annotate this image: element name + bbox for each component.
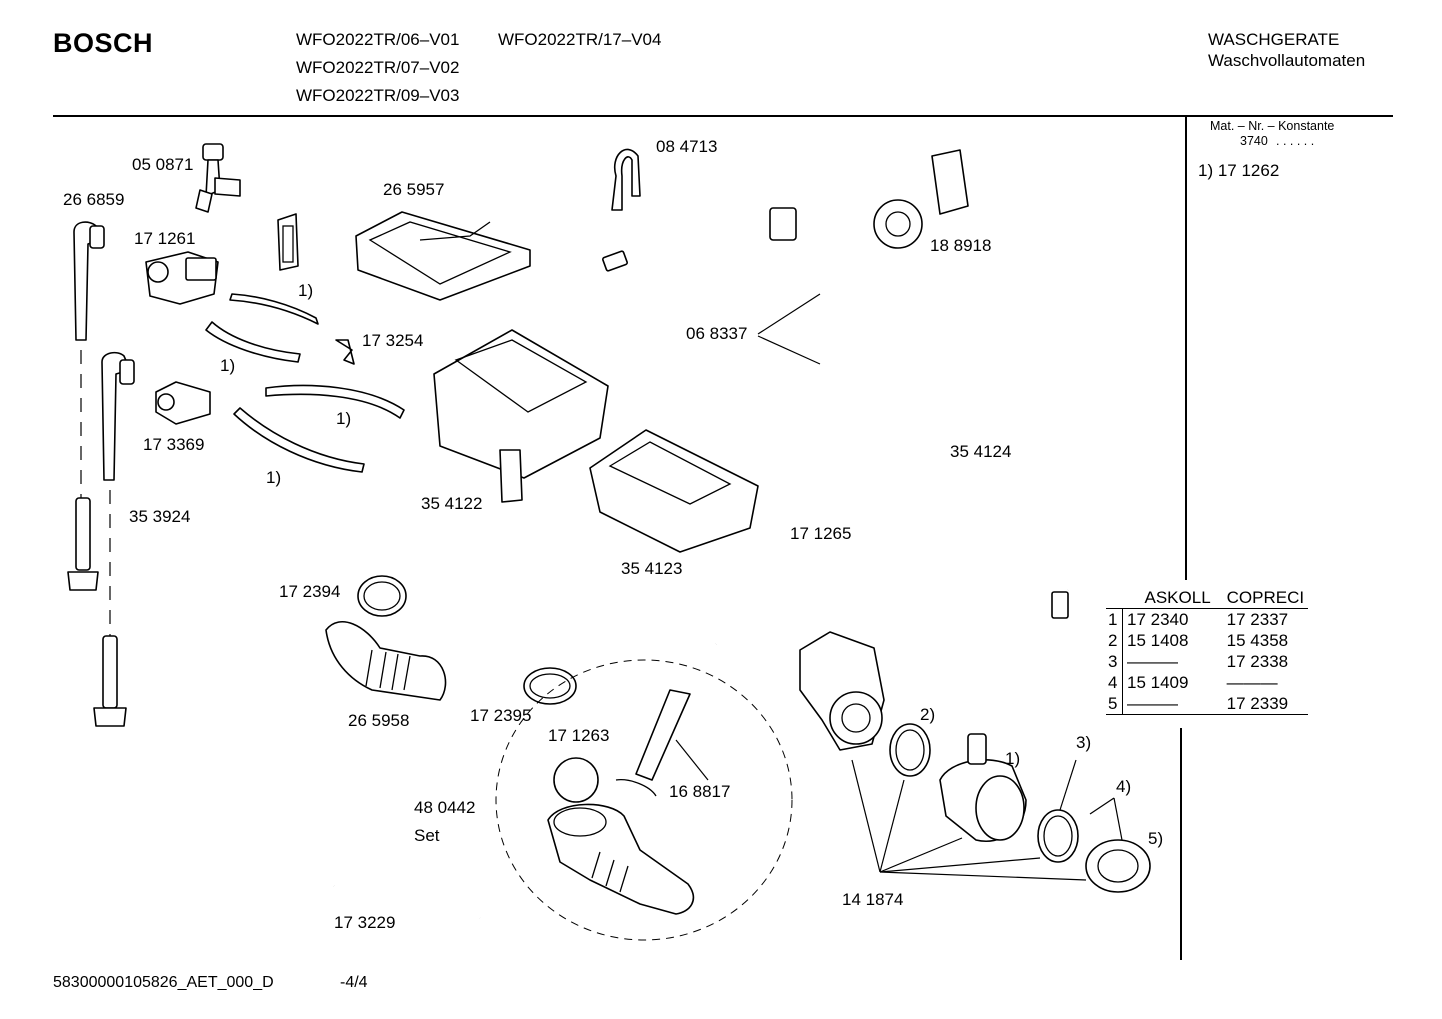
table-row: 1 17 2340 17 2337	[1106, 608, 1308, 630]
footnote-marker: 1)	[336, 409, 352, 428]
hose-clip-part	[611, 148, 641, 211]
footnote-marker: 1)	[220, 356, 236, 375]
pressure-tube-part	[715, 261, 883, 645]
part-label: 26 5957	[383, 180, 445, 199]
footnote-marker: 5)	[1148, 829, 1164, 848]
inlet-hose-elbow-part	[67, 221, 105, 591]
part-label: 17 2394	[279, 582, 341, 601]
footnote-marker: 1)	[266, 468, 282, 487]
part-label: 26 6859	[63, 190, 125, 209]
footnote-marker: 3)	[1076, 733, 1092, 752]
part-label: 35 4122	[421, 494, 483, 513]
control-module-part	[277, 213, 299, 271]
category-title: WASCHGERATE	[1208, 30, 1340, 49]
footnote-marker: 4)	[1116, 777, 1132, 796]
part-label: 17 3229	[334, 913, 396, 932]
copreci-cell: 17 2339	[1224, 693, 1309, 715]
part-label: 06 8337	[686, 324, 748, 343]
second-valve-part	[155, 381, 211, 425]
pressure-switch-part	[873, 149, 969, 249]
model-number-4: WFO2022TR/09–V03	[296, 86, 460, 105]
table-row: 3 ——— 17 2338	[1106, 651, 1308, 672]
hose-1a-part	[229, 293, 319, 325]
inlet-valve-part	[145, 251, 219, 305]
sump-hose-part	[547, 779, 694, 915]
askoll-header: ASKOLL	[1122, 587, 1225, 609]
askoll-cell: ———	[1122, 693, 1225, 715]
askoll-cell: 15 1409	[1127, 672, 1189, 692]
lint-filter-part	[1085, 839, 1151, 893]
set-label: Set	[414, 826, 440, 845]
row-index: 1	[1106, 608, 1123, 630]
askoll-cell: ———	[1127, 651, 1178, 671]
pump-leader-lines	[851, 759, 1087, 881]
pump-housing-part	[939, 733, 1027, 842]
part-label: 35 3924	[129, 507, 191, 526]
y-connector-part	[195, 143, 241, 213]
copreci-header: COPRECI	[1224, 587, 1309, 609]
category-subtitle: Waschvollautomaten	[1208, 51, 1366, 70]
table-row: 2 15 1408 15 4358	[1106, 630, 1308, 651]
drain-bellows-part	[325, 620, 447, 701]
drain-pump-part	[799, 631, 885, 751]
part-label: 14 1874	[842, 890, 904, 909]
part-label: 18 8918	[930, 236, 992, 255]
float-ball-part	[553, 757, 599, 803]
part-label: 35 4124	[950, 442, 1012, 461]
hose-1c-part	[265, 384, 405, 419]
part-label: 17 1265	[790, 524, 852, 543]
model-number-1: WFO2022TR/06–V01	[296, 30, 460, 49]
part-label: 35 4123	[621, 559, 683, 578]
askoll-cell: 17 2340	[1127, 609, 1189, 629]
footnote-note: 1) 17 1262	[1198, 161, 1280, 180]
document-id: 58300000105826_AET_000_D	[53, 974, 274, 991]
footnote-marker: 1)	[298, 281, 314, 300]
page-number: -4/4	[340, 974, 368, 991]
set-boundary-outline	[495, 659, 793, 941]
table-row: 5 ——— 17 2339	[1106, 693, 1309, 715]
dispenser-housing-part	[433, 329, 609, 503]
part-label: 17 3254	[362, 331, 424, 350]
heater-rod-part	[635, 689, 691, 781]
hose-1b-part	[205, 321, 301, 363]
part-label: 05 0871	[132, 155, 194, 174]
footnote-marker: 2)	[920, 705, 936, 724]
hose-1d-part	[233, 407, 365, 473]
part-label: 17 1261	[134, 229, 196, 248]
part-label: 17 2395	[470, 706, 532, 725]
row-index: 5	[1106, 693, 1123, 715]
brand-logo: BOSCH	[53, 28, 154, 58]
detergent-drawer-part	[589, 429, 759, 553]
part-label: 48 0442	[414, 798, 476, 817]
row-index: 3	[1106, 651, 1123, 672]
part-label: 17 1263	[548, 726, 610, 745]
copreci-cell: 15 4358	[1226, 630, 1289, 650]
model-number-3: WFO2022TR/07–V02	[296, 58, 460, 77]
air-trap-hose-part	[602, 207, 1079, 619]
t-connector-part	[335, 339, 355, 365]
copreci-cell: ———	[1226, 672, 1278, 692]
row-index: 2	[1106, 630, 1123, 651]
part-label: 16 8817	[669, 782, 731, 801]
material-number-value: 3740	[1240, 134, 1268, 148]
part-label: 26 5958	[348, 711, 410, 730]
askoll-cell: 15 1408	[1127, 630, 1189, 650]
second-hose-part	[93, 351, 135, 727]
supplier-table: ASKOLL COPRECI 1 17 2340 17 2337 2 15 14…	[1106, 587, 1309, 715]
model-number-2: WFO2022TR/17–V04	[498, 30, 662, 49]
footnote-marker: 1)	[1005, 749, 1021, 768]
copreci-cell: 17 2338	[1226, 651, 1289, 671]
dispenser-lid-part	[355, 211, 531, 301]
part-label: 17 3369	[143, 435, 205, 454]
material-number-dots: . . . . . .	[1276, 134, 1315, 148]
row-index: 4	[1106, 672, 1123, 693]
part-label: 08 4713	[656, 137, 718, 156]
copreci-cell: 17 2337	[1226, 609, 1289, 629]
table-row: 4 15 1409 ———	[1106, 672, 1308, 693]
table-header-row: ASKOLL COPRECI	[1106, 587, 1309, 609]
material-number-label: Mat. – Nr. – Konstante	[1210, 119, 1335, 133]
